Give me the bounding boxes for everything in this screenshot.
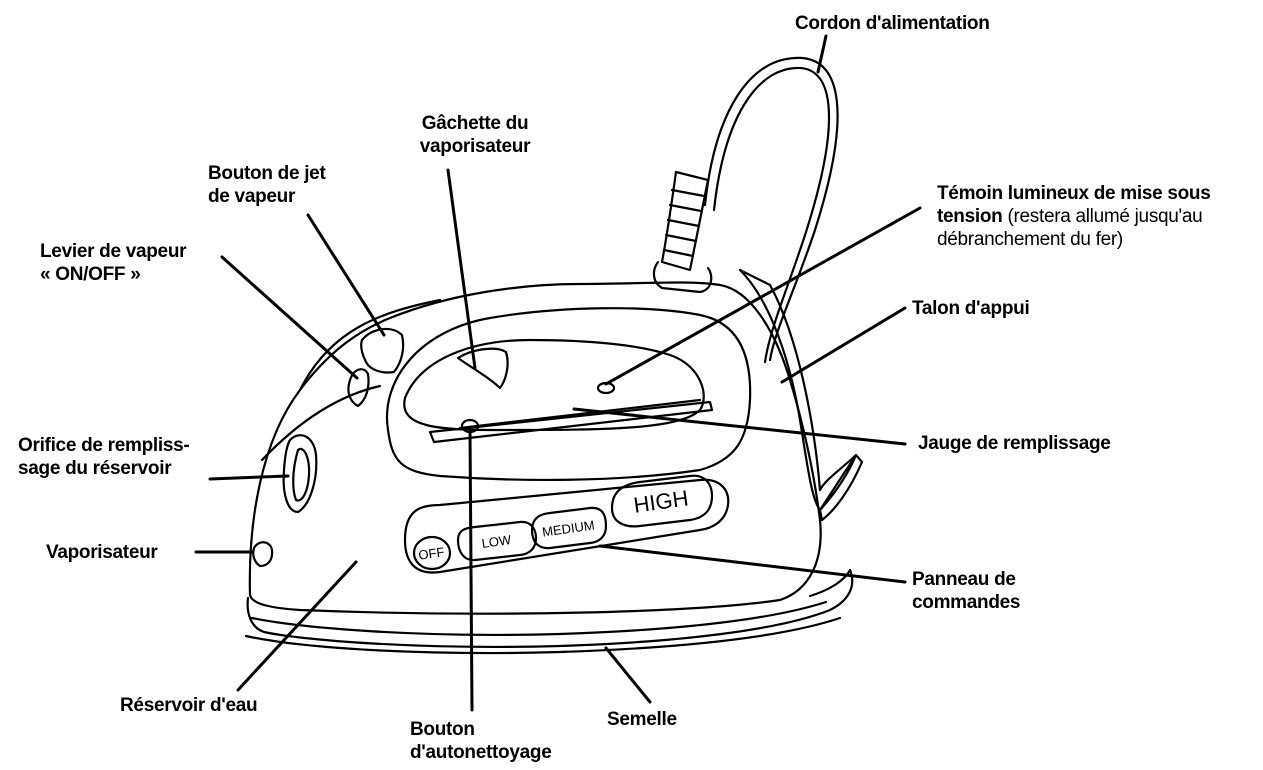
leader-gachette bbox=[448, 170, 475, 368]
label-sprayer: Vaporisateur bbox=[46, 541, 158, 564]
label-soleplate: Semelle bbox=[607, 708, 677, 731]
leader-temoin bbox=[606, 208, 920, 384]
label-water-tank: Réservoir d'eau bbox=[120, 694, 257, 717]
label-spray-trigger: Gâchette du vaporisateur bbox=[400, 112, 550, 158]
dial-low-label: LOW bbox=[481, 532, 513, 551]
leader-talon bbox=[782, 308, 905, 382]
spray-trigger bbox=[458, 349, 508, 388]
dial-off-label: OFF bbox=[417, 544, 445, 562]
leader-levier bbox=[222, 257, 357, 378]
label-fill-gauge: Jauge de remplissage bbox=[918, 432, 1111, 455]
label-self-clean-button: Bouton d'autonettoyage bbox=[410, 718, 551, 764]
label-steam-lever: Levier de vapeur « ON/OFF » bbox=[40, 240, 186, 286]
leader-panneau bbox=[600, 546, 905, 582]
steam-burst-button bbox=[361, 329, 403, 373]
leader-orifice bbox=[210, 476, 288, 479]
label-heel-rest: Talon d'appui bbox=[912, 297, 1029, 320]
leader-jauge bbox=[574, 409, 905, 444]
leader-bouton-jet bbox=[308, 215, 384, 335]
label-power-cord: Cordon d'alimentation bbox=[795, 12, 990, 35]
power-cord bbox=[654, 58, 838, 362]
dial-medium-label: MEDIUM bbox=[541, 517, 595, 539]
dial-high-label: HIGH bbox=[632, 485, 690, 517]
leader-semelle bbox=[606, 648, 650, 702]
label-power-indicator: Témoin lumineux de mise sous tension (re… bbox=[937, 182, 1211, 251]
label-fill-hole: Orifice de rempliss- sage du réservoir bbox=[18, 434, 189, 480]
leader-autonettoyage bbox=[470, 432, 472, 710]
heel-rest bbox=[740, 270, 856, 510]
label-steam-burst-button: Bouton de jet de vapeur bbox=[208, 162, 325, 208]
label-control-panel: Panneau de commandes bbox=[912, 568, 1020, 614]
sprayer-nozzle bbox=[253, 542, 272, 566]
